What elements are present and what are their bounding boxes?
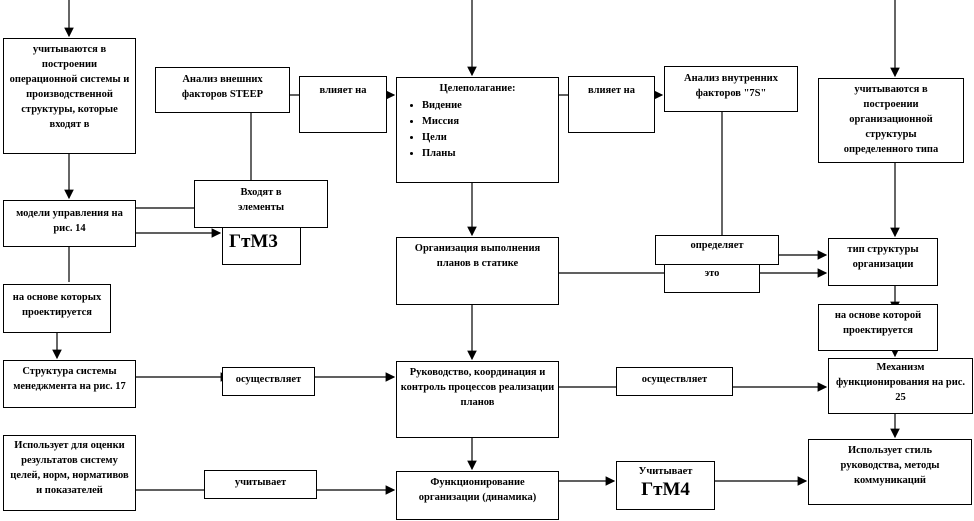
elements-box: Входят в элементы (194, 180, 328, 228)
seven-s-analysis-box: Анализ внутренних факторов "7S" (664, 66, 798, 112)
goal-item: Планы (422, 146, 555, 162)
gtm4-label: ГтМ4 (641, 479, 690, 500)
style-box: Использует стиль руководства, методы ком… (808, 439, 972, 505)
goal-list: Видение Миссия Цели Планы (400, 98, 555, 162)
performs-box-2: осуществляет (616, 367, 733, 396)
gtm3-box: ГтМ3 (222, 227, 301, 265)
considers-box: учитывает (204, 470, 317, 499)
goal-setting-box: Целеполагание: Видение Миссия Цели Планы (396, 77, 559, 183)
goal-item: Видение (422, 98, 555, 114)
influences-box-2: влияет на (568, 76, 655, 133)
goal-item: Цели (422, 130, 555, 146)
based-on-which-right-box: на основе которой проектируется (818, 304, 938, 351)
considers-gtm4-label: Учитывает (638, 466, 693, 477)
influences-box-1: влияет на (299, 76, 387, 133)
determines-box: определяет (655, 235, 779, 265)
management-models-box: модели управления на рис. 14 (3, 200, 136, 247)
performs-box-1: осуществляет (222, 367, 315, 396)
goal-item: Миссия (422, 114, 555, 130)
structure-type-box: тип структуры организации (828, 238, 938, 286)
mgmt-structure-box: Структура системы менеджмента на рис. 17 (3, 360, 136, 408)
functioning-box: Функционирование организации (динамика) (396, 471, 559, 520)
this-box: это (664, 264, 760, 293)
based-on-which-left-box: на основе которых проектируется (3, 284, 111, 333)
operational-system-box: учитываются в построении операционной си… (3, 38, 136, 154)
mechanism-box: Механизм функционирования на рис. 25 (828, 358, 973, 414)
steep-analysis-box: Анализ внешних факторов STEEP (155, 67, 290, 113)
org-structure-build-box: учитываются в построении организационной… (818, 78, 964, 163)
leadership-box: Руководство, координация и контроль проц… (396, 361, 559, 438)
plan-execution-box: Организация выполнения планов в статике (396, 237, 559, 305)
evaluation-box: Использует для оценки результатов систем… (3, 435, 136, 511)
gtm4-box: Учитывает ГтМ4 (616, 461, 715, 510)
goal-setting-title: Целеполагание: (439, 83, 516, 94)
